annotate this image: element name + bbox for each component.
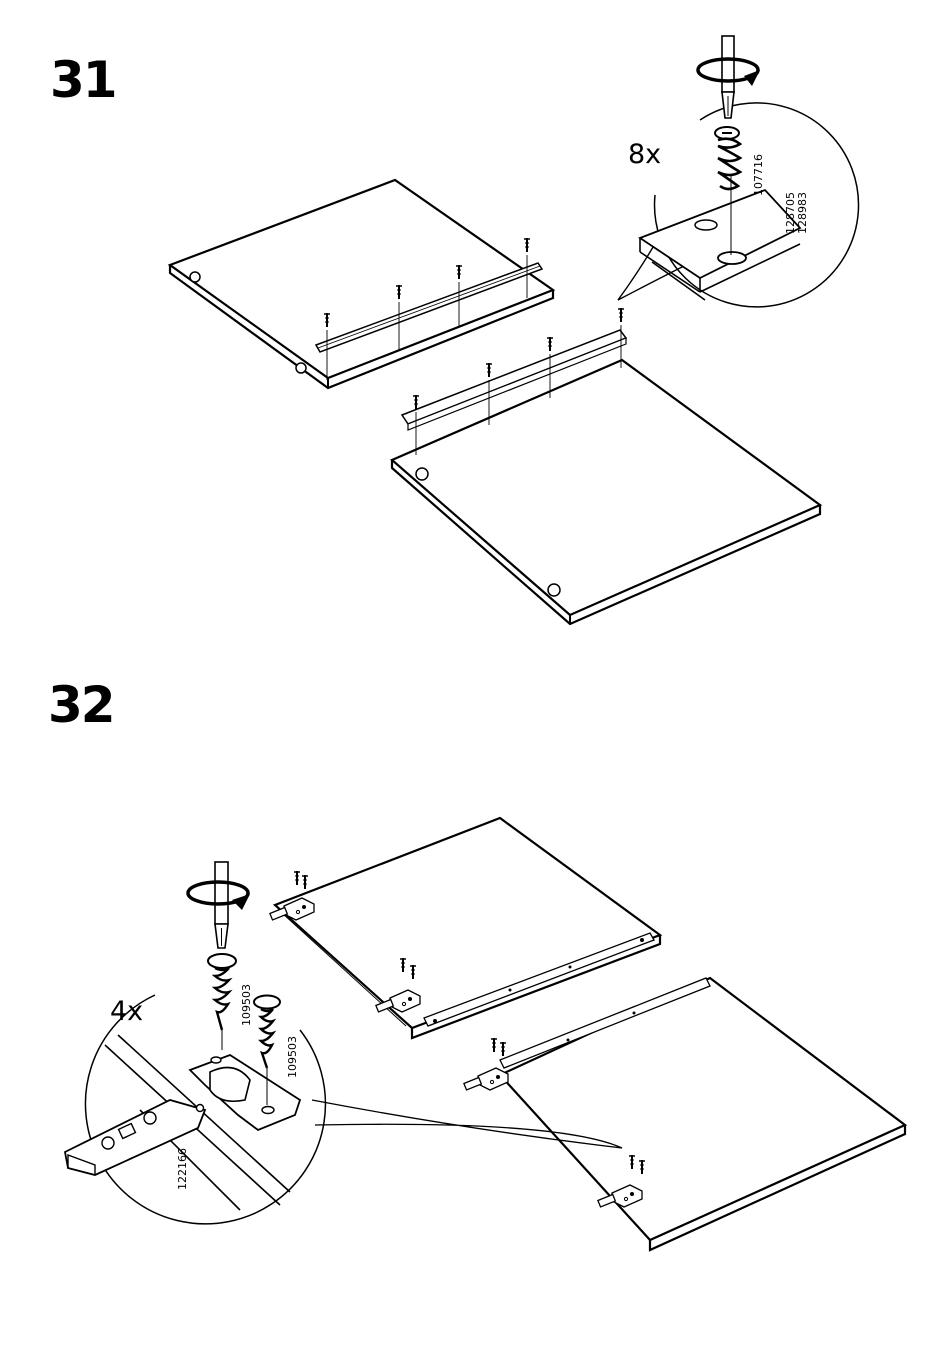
step-32-illustration: 4x 109503 109503 122166 — [65, 818, 905, 1250]
panel-icon — [275, 818, 660, 1038]
part-number-107716: 107716 — [752, 154, 765, 196]
quantity-label-32: 4x — [110, 996, 143, 1027]
cam-dowel-icon — [715, 127, 740, 189]
part-number-109503-a: 109503 — [240, 984, 253, 1026]
quantity-label-31: 8x — [628, 139, 661, 170]
screwdriver-icon — [722, 36, 734, 118]
part-number-109503-b: 109503 — [286, 1036, 299, 1078]
part-number-128983: 128983 — [796, 192, 809, 234]
detail-callout: 8x 107716 128705 128983 — [618, 36, 859, 307]
step-31-illustration: 8x 107716 128705 128983 — [170, 36, 859, 624]
panel-icon — [500, 978, 905, 1250]
part-number-122166: 122166 — [176, 1148, 189, 1190]
